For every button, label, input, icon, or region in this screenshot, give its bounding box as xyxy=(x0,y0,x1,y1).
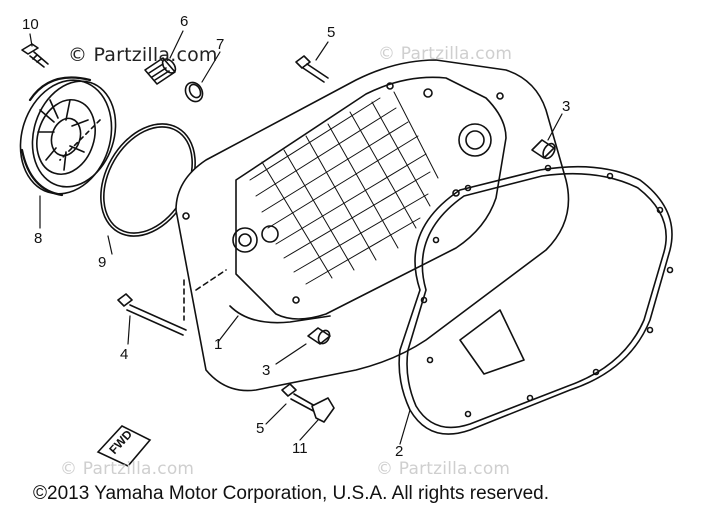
callout-10: 10 xyxy=(22,16,39,33)
bolt-part-5-top xyxy=(295,55,329,83)
callout-8: 8 xyxy=(34,230,43,247)
callout-4: 4 xyxy=(120,346,129,363)
bolt-part-4 xyxy=(117,293,187,336)
callout-5-bottom: 5 xyxy=(256,420,265,437)
dowel-part-3-lower xyxy=(307,327,331,345)
watermark-faded-top-right: © Partzilla.com xyxy=(378,44,513,64)
callout-11: 11 xyxy=(292,440,308,457)
oring-part-7 xyxy=(184,81,204,103)
callout-7: 7 xyxy=(216,36,225,53)
callout-3-lower: 3 xyxy=(262,362,271,379)
watermark-faded-bottom-left: © Partzilla.com xyxy=(60,459,195,479)
callout-9: 9 xyxy=(98,254,107,271)
dowel-part-3-upper xyxy=(531,139,556,160)
crankcase-cover-part-1 xyxy=(59,59,570,392)
copyright-notice: ©2013 Yamaha Motor Corporation, U.S.A. A… xyxy=(33,483,549,504)
callout-5-top: 5 xyxy=(327,24,336,41)
fwd-arrow-icon xyxy=(96,425,152,467)
callout-2: 2 xyxy=(395,443,404,460)
watermark-faded-bottom-right: © Partzilla.com xyxy=(376,459,511,479)
watermark-main: © Partzilla.com xyxy=(68,44,218,66)
round-cover-part-8 xyxy=(19,76,117,197)
gasket-part-2 xyxy=(398,164,674,435)
callout-6: 6 xyxy=(180,13,189,30)
callout-1: 1 xyxy=(214,336,223,353)
bolt-part-10 xyxy=(21,43,49,68)
plug-part-6 xyxy=(144,57,177,85)
clamp-part-11 xyxy=(311,397,335,423)
callout-3-upper: 3 xyxy=(562,98,571,115)
